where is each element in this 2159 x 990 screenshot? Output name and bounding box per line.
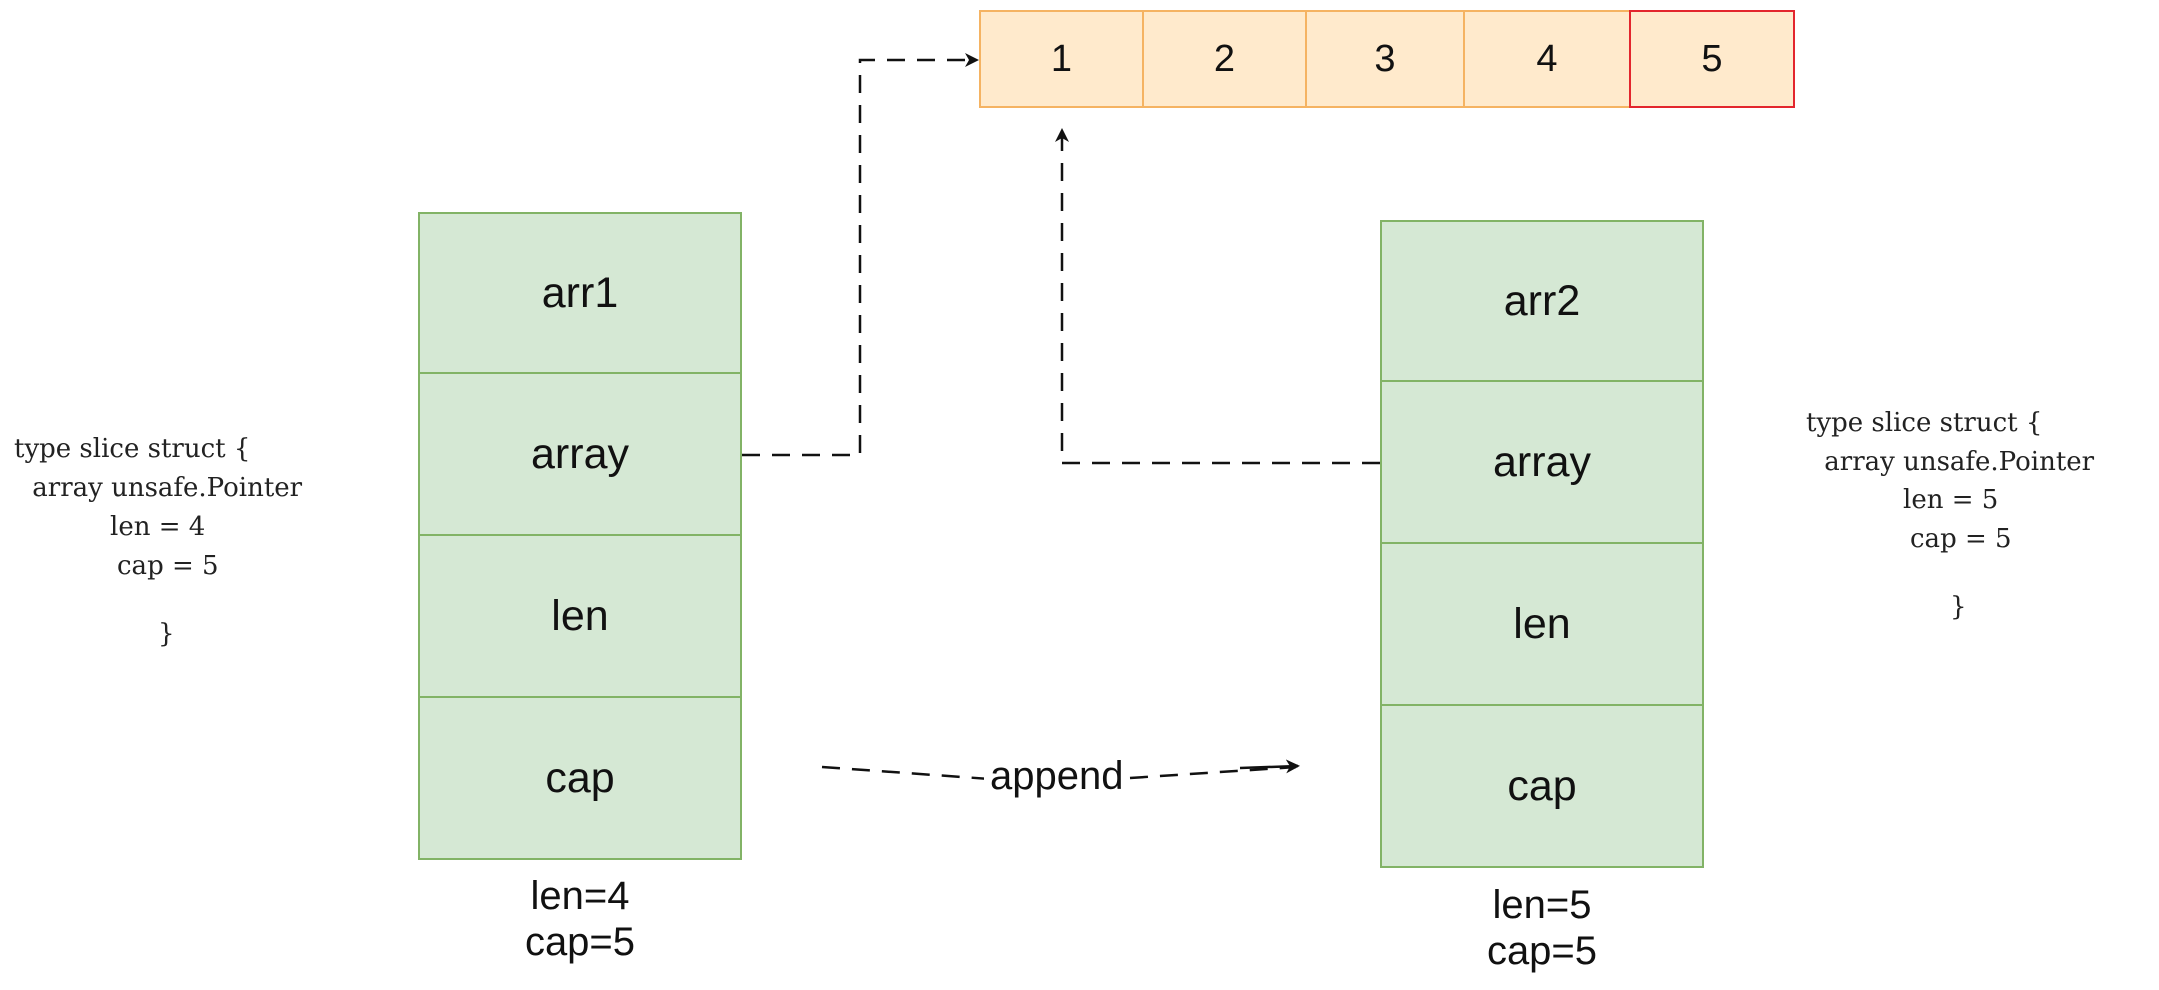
arr1-cap-label: cap=5 bbox=[524, 920, 636, 964]
code-line: len = 4 bbox=[110, 512, 206, 542]
array-cell-1: 1 bbox=[979, 10, 1144, 108]
slice-arr1-struct: arr1 array len cap bbox=[418, 212, 742, 860]
arr2-len-label: len=5 bbox=[1492, 883, 1592, 927]
field-len: len bbox=[418, 536, 742, 698]
code-line: len = 5 bbox=[1903, 485, 1999, 515]
arr1-pointer-arrow bbox=[742, 53, 979, 457]
slice-arr2-struct: arr2 array len cap bbox=[1380, 220, 1704, 868]
field-array: array bbox=[1380, 382, 1704, 544]
field-cap: cap bbox=[418, 698, 742, 860]
field-array: array bbox=[418, 374, 742, 536]
code-line: cap = 5 bbox=[117, 551, 219, 581]
code-line: } bbox=[158, 619, 175, 649]
array-cell-3: 3 bbox=[1305, 10, 1465, 108]
field-name-arr1: arr1 bbox=[418, 212, 742, 374]
arr1-caption: len=4 cap=5 bbox=[418, 873, 742, 965]
array-cell-2: 2 bbox=[1142, 10, 1307, 108]
array-cell-5-highlighted: 5 bbox=[1629, 10, 1795, 108]
arr1-len-label: len=4 bbox=[530, 874, 630, 918]
field-name-arr2: arr2 bbox=[1380, 220, 1704, 382]
code-line: type slice struct { bbox=[1806, 408, 2043, 438]
code-line: array unsafe.Pointer bbox=[24, 473, 303, 503]
arr2-cap-label: cap=5 bbox=[1486, 929, 1598, 973]
append-label: append bbox=[984, 754, 1130, 799]
code-line: type slice struct { bbox=[14, 434, 251, 464]
code-line: } bbox=[1950, 592, 1967, 622]
code-line: array unsafe.Pointer bbox=[1816, 447, 2095, 477]
code-line: cap = 5 bbox=[1910, 524, 2012, 554]
arr2-caption: len=5 cap=5 bbox=[1380, 882, 1704, 974]
field-cap: cap bbox=[1380, 706, 1704, 868]
array-cell-4: 4 bbox=[1463, 10, 1631, 108]
field-len: len bbox=[1380, 544, 1704, 706]
arr2-pointer-arrow bbox=[1055, 128, 1380, 465]
